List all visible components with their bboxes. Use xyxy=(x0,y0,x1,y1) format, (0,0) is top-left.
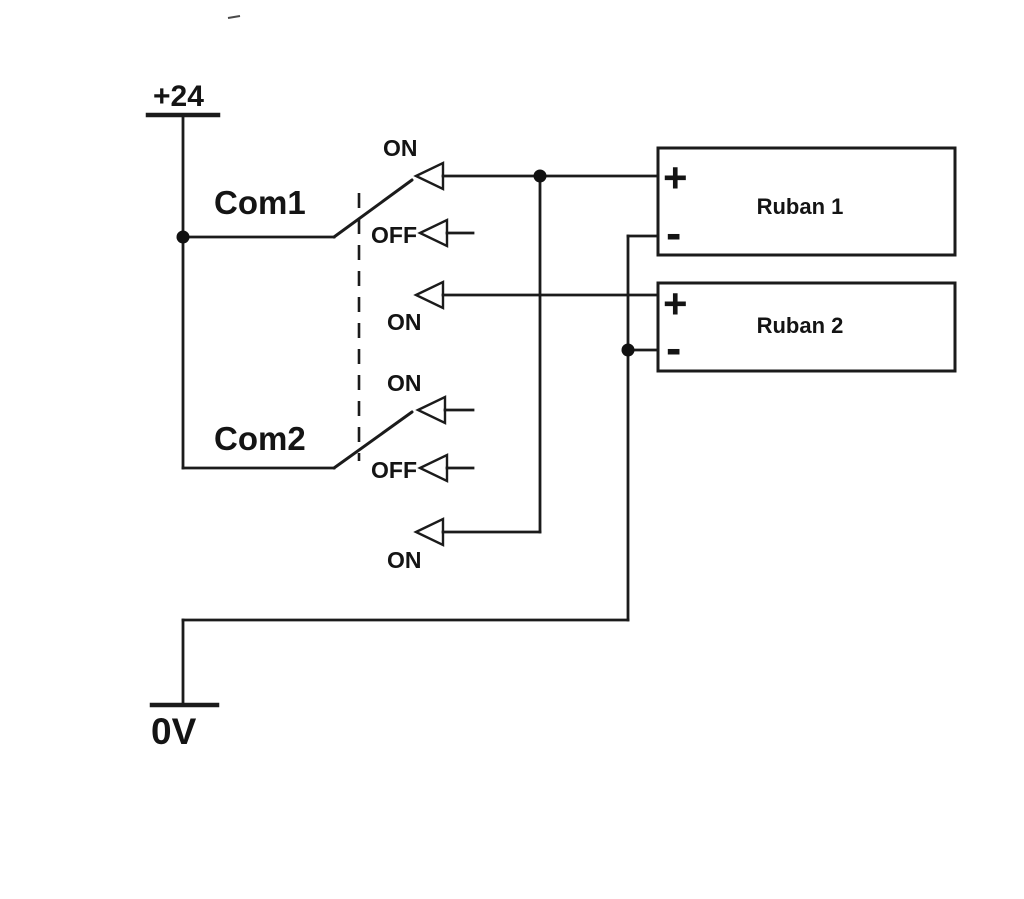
sw1-on-bottom-contact-icon xyxy=(413,280,445,310)
ruban1-box xyxy=(656,146,957,257)
sw2-on-top-label: ON xyxy=(387,370,422,396)
sw1-off-contact-icon xyxy=(417,218,449,248)
com2-label: Com2 xyxy=(214,420,306,457)
switch2-lever xyxy=(332,410,414,470)
ruban1-minus-terminal: - xyxy=(666,207,681,259)
ground-label: 0V xyxy=(151,711,197,752)
sw1-on-top-label: ON xyxy=(383,135,418,161)
ruban2-box xyxy=(656,281,957,373)
sw2-off-contact-icon xyxy=(417,453,449,483)
sw2-off-label: OFF xyxy=(371,457,417,483)
sw1-on-bottom-label: ON xyxy=(387,309,422,335)
switch1-lever xyxy=(332,178,414,239)
sw1-off-label: OFF xyxy=(371,222,417,248)
ruban1-label: Ruban 1 xyxy=(757,194,844,219)
ruban2-minus-terminal: - xyxy=(666,322,681,374)
ruban2-label: Ruban 2 xyxy=(757,313,844,338)
ruban1-plus-terminal: + xyxy=(663,154,688,201)
sw1-on-top-contact-icon xyxy=(413,161,445,191)
ruban2-plus-terminal: + xyxy=(663,280,688,327)
junction-dot-feed xyxy=(533,169,547,183)
sw2-on-bottom-label: ON xyxy=(387,547,422,573)
junction-dot-return xyxy=(621,343,635,357)
scan-artifact xyxy=(227,15,241,19)
junction-dot-supply xyxy=(176,230,190,244)
sw2-on-top-contact-icon xyxy=(415,395,447,425)
com1-label: Com1 xyxy=(214,184,306,221)
sw2-on-bottom-contact-icon xyxy=(413,517,445,547)
supply-label: +24 xyxy=(153,80,204,113)
